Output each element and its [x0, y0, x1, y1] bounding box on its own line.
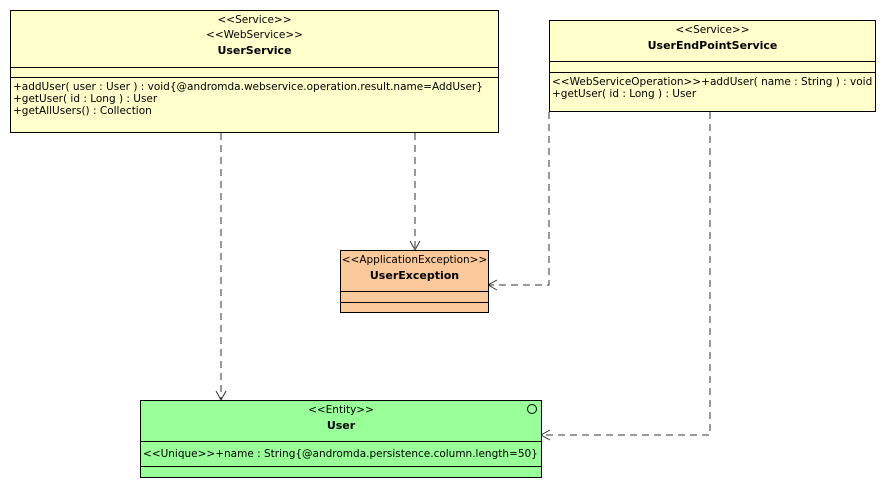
operations-compartment [341, 302, 488, 314]
class-user[interactable]: <<Entity>> User <<Unique>>+name : String… [140, 400, 542, 478]
stereotype-label: <<Entity>> [308, 404, 374, 416]
attributes-compartment [550, 61, 875, 72]
stereotype-label: <<Service>> [675, 24, 750, 36]
operation: +getUser( id : Long ) : User [552, 88, 697, 100]
class-name: UserEndPointService [647, 39, 778, 52]
class-header: <<Service>> UserEndPointService [550, 21, 875, 61]
class-user-exception[interactable]: <<ApplicationException>> UserException [340, 250, 489, 313]
operation: +getUser( id : Long ) : User [13, 93, 158, 105]
class-header: <<Service>> <<WebService>> UserService [11, 11, 498, 67]
attribute: <<Unique>>+name : String{@andromda.persi… [143, 448, 538, 460]
class-user-endpoint-service[interactable]: <<Service>> UserEndPointService <<WebSer… [549, 20, 876, 112]
operations-compartment: <<WebServiceOperation>>+addUser( name : … [550, 72, 875, 100]
entity-circle-icon [527, 404, 537, 414]
operations-compartment: +addUser( user : User ) : void{@andromda… [11, 77, 498, 117]
attributes-compartment: <<Unique>>+name : String{@andromda.persi… [141, 441, 541, 466]
class-header: <<Entity>> User [141, 401, 541, 441]
class-name: UserException [369, 269, 460, 282]
operation: +addUser( user : User ) : void{@andromda… [13, 81, 483, 93]
dependency-endpoint-user [542, 112, 711, 436]
class-name: User [326, 419, 356, 432]
attributes-compartment [341, 291, 488, 302]
class-name: UserService [217, 44, 292, 57]
class-header: <<ApplicationException>> UserException [341, 251, 488, 291]
operation: +getAllUsers() : Collection [13, 105, 152, 117]
operations-compartment [141, 466, 541, 479]
stereotype-label: <<ApplicationException>> [341, 254, 488, 266]
attributes-compartment [11, 67, 498, 77]
dependency-endpoint-userexception [489, 112, 550, 286]
class-user-service[interactable]: <<Service>> <<WebService>> UserService +… [10, 10, 499, 133]
stereotype-label: <<WebService>> [206, 29, 303, 41]
operation: <<WebServiceOperation>>+addUser( name : … [552, 76, 873, 88]
stereotype-label: <<Service>> [217, 14, 292, 26]
